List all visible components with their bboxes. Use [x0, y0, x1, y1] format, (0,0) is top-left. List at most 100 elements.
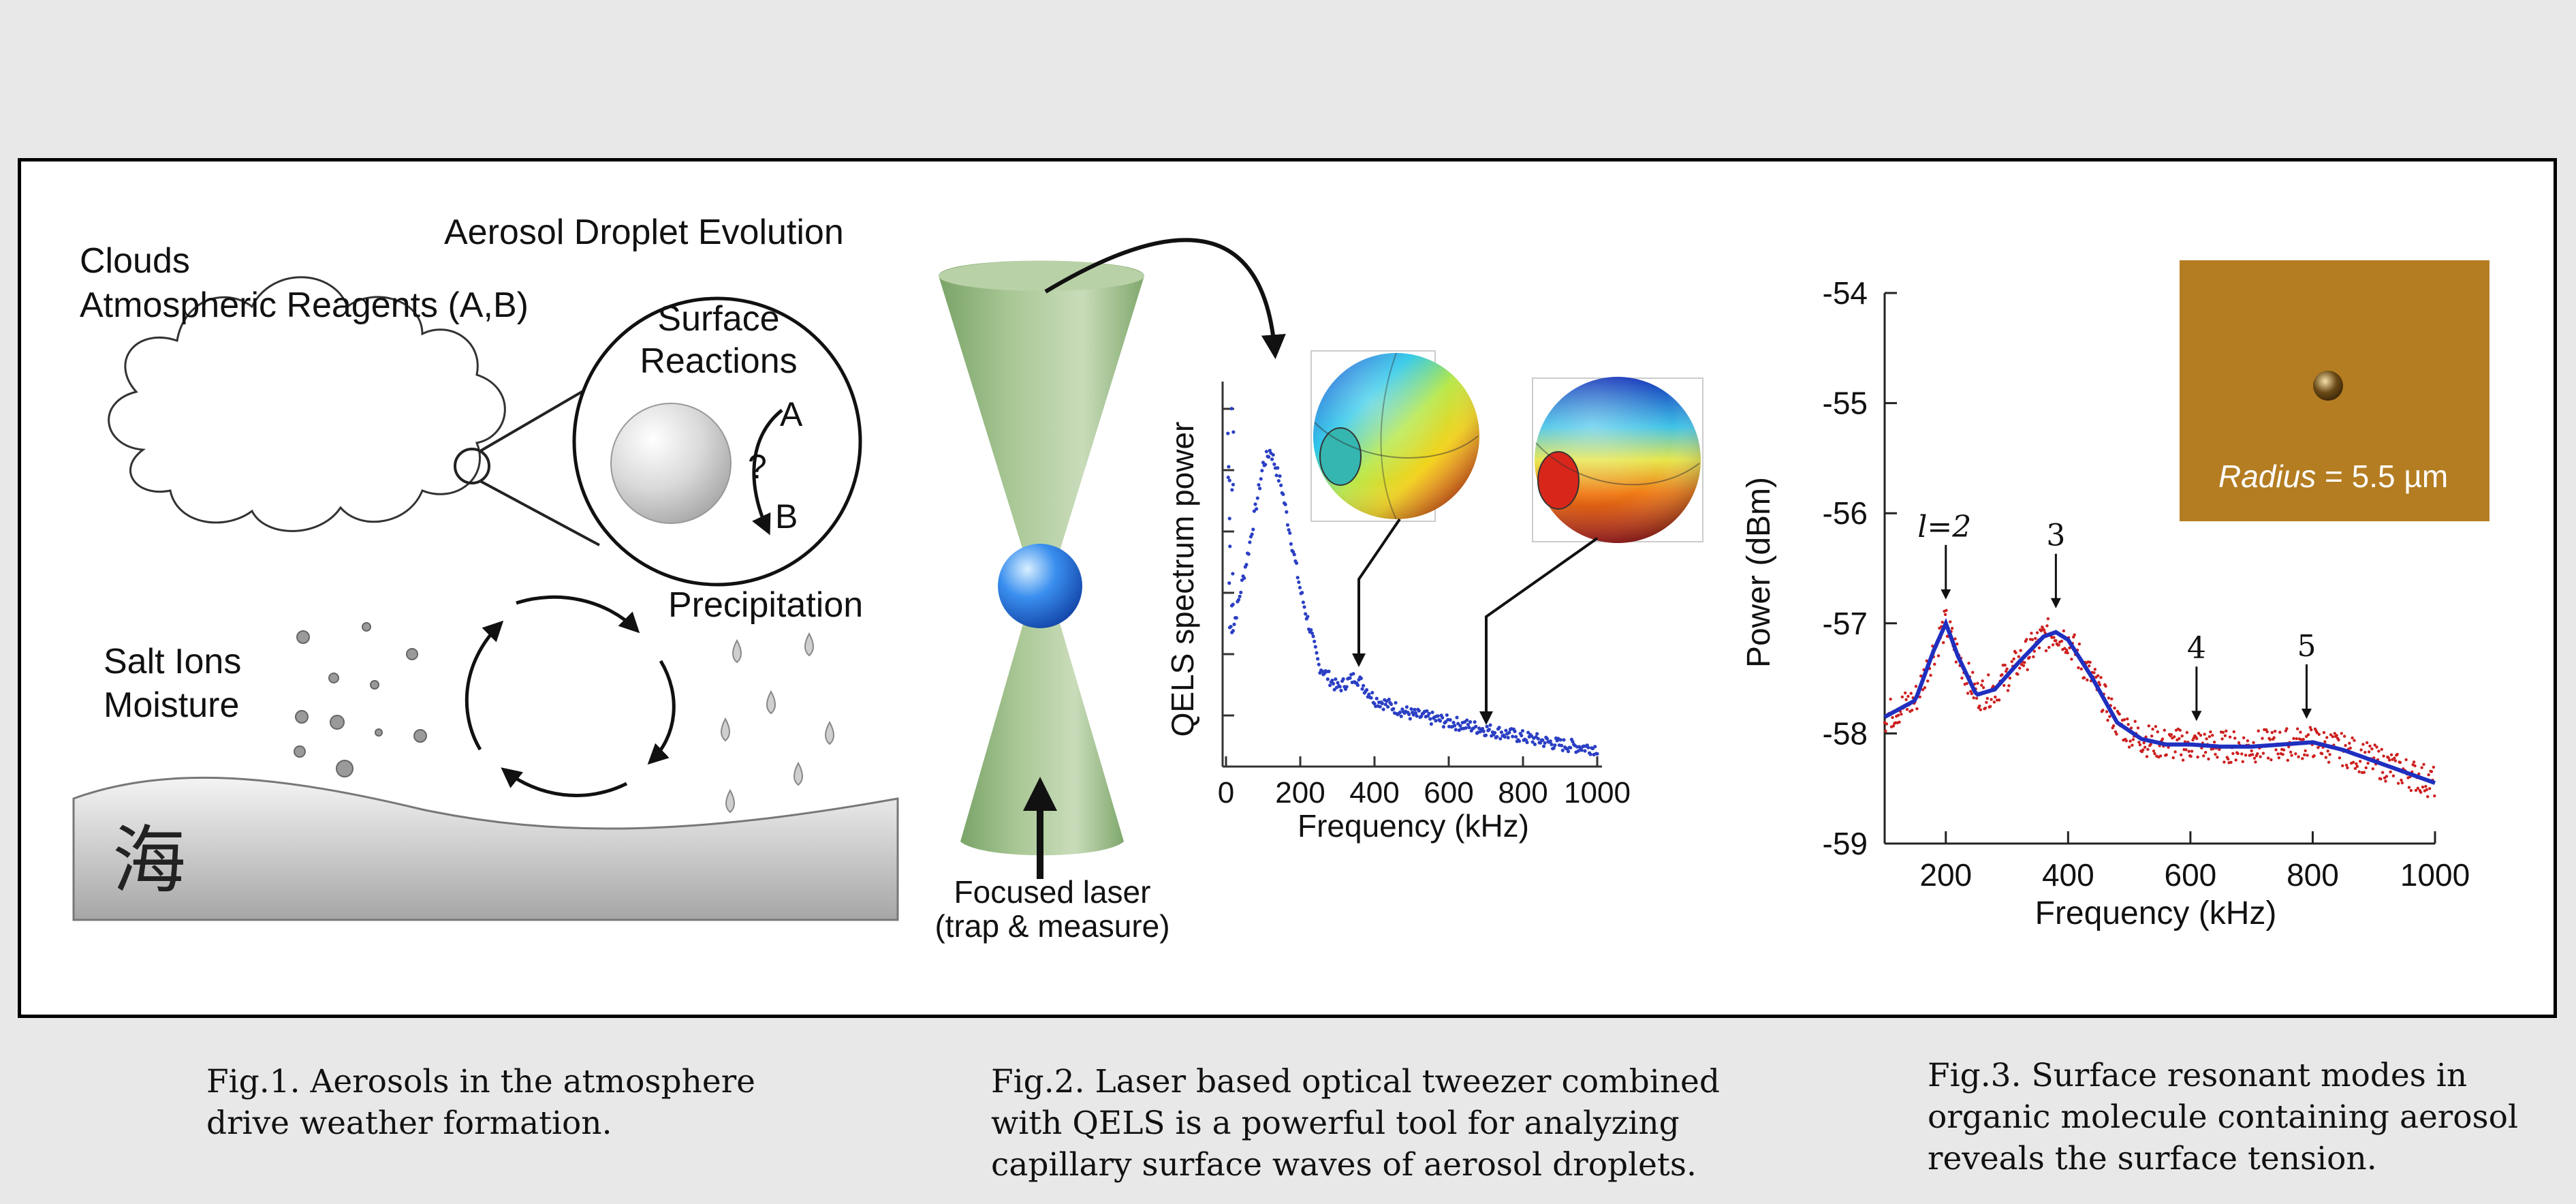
fig3-point	[2232, 730, 2236, 734]
fig3-point	[2028, 655, 2031, 659]
qels-point	[1345, 685, 1349, 689]
fig3-point	[2268, 738, 2272, 741]
fig3-point	[2226, 757, 2230, 761]
fig3-point	[1909, 692, 1913, 695]
qels-point	[1465, 718, 1469, 722]
fig3-point	[1992, 684, 1995, 688]
fig3-point	[1976, 681, 1979, 685]
qels-point	[1444, 720, 1448, 724]
fig3-point	[2398, 760, 2402, 765]
qels-point	[1453, 724, 1457, 728]
fig3-point	[2129, 739, 2132, 743]
fig3-point	[2172, 735, 2176, 739]
fig3-point	[2208, 735, 2212, 739]
qels-point	[1454, 728, 1458, 732]
qels-point	[1499, 730, 1503, 735]
fig3-point	[2344, 743, 2347, 747]
fig3-point	[1954, 660, 1958, 664]
fig3-point	[1990, 698, 1993, 701]
qels-point	[1498, 737, 1503, 741]
fig3-point	[1955, 642, 1959, 646]
zoom-line-bottom	[480, 480, 600, 546]
qels-point	[1398, 710, 1402, 714]
fig3-point	[1971, 670, 1975, 674]
fig3-point	[1884, 729, 1887, 733]
fig3-point	[1987, 673, 1990, 677]
fig3-point	[2425, 788, 2428, 792]
fig3-point	[2277, 756, 2281, 760]
fig3-point	[2353, 739, 2356, 742]
fig3-point	[2413, 764, 2417, 768]
qels-point	[1445, 713, 1449, 717]
fig3-point	[2315, 731, 2319, 735]
droplet-inset: Radius = 5.5 µm	[2180, 260, 2489, 521]
fig3-point	[2005, 667, 2009, 670]
fig3-point	[2199, 733, 2203, 737]
fig3-point	[2099, 676, 2103, 679]
fig3-point	[2202, 754, 2205, 758]
fig3-point	[1926, 679, 1930, 683]
fig3-point	[2064, 648, 2069, 652]
cloud-zoom-circle	[454, 448, 490, 484]
fig3-point	[2151, 727, 2154, 731]
fig3-point	[1889, 697, 1892, 701]
fig3-point	[2335, 734, 2338, 737]
qels-point	[1586, 745, 1590, 750]
qels-point	[1520, 728, 1525, 733]
qels-data-points	[1226, 407, 1599, 757]
fig3-point	[2007, 684, 2011, 688]
fig3-point	[2419, 790, 2423, 794]
fig3-point	[2237, 741, 2241, 745]
fig1-caption-line2: drive weather formation.	[206, 1105, 612, 1142]
fig3-point	[2077, 666, 2080, 670]
fig3-point	[2349, 746, 2352, 750]
fig3-point	[2101, 709, 2105, 712]
qels-point	[1468, 720, 1473, 724]
fig3-point	[1980, 683, 1983, 687]
fig3-point	[2286, 758, 2290, 762]
fig3-point	[2234, 758, 2237, 762]
fig3-point	[1923, 686, 1927, 690]
qels-point	[1289, 542, 1293, 546]
fig3-point	[2110, 697, 2114, 700]
fig3-point	[2167, 745, 2170, 749]
qels-point	[1251, 527, 1255, 531]
qels-point	[1525, 740, 1529, 745]
qels-y-ticks	[1223, 407, 1234, 717]
fig3-point	[2146, 747, 2150, 751]
fig3-point	[1915, 707, 1919, 711]
fig3-point	[2416, 786, 2420, 790]
fig3-point	[2113, 707, 2116, 710]
qels-point	[1541, 744, 1546, 748]
fig3-point	[2229, 760, 2233, 765]
qels-point	[1517, 739, 1522, 743]
fig3-point	[2138, 743, 2142, 747]
fig3-point	[2136, 726, 2140, 730]
fig3-point	[2281, 753, 2284, 756]
sphere2-pointer	[1479, 537, 1599, 725]
fig3-point	[2006, 689, 2010, 692]
fig3-point	[2216, 756, 2219, 759]
fig3-point	[2310, 728, 2313, 732]
fig3-point	[2165, 753, 2168, 756]
fig3-point	[2306, 733, 2310, 737]
fig3-mode-label: 4	[2187, 631, 2206, 666]
qels-point	[1264, 450, 1269, 454]
qels-point	[1448, 717, 1452, 722]
fig3-x-tick-label: 800	[2287, 857, 2339, 893]
qels-point	[1553, 743, 1557, 747]
qels-point	[1355, 683, 1360, 688]
fig3-point	[2391, 774, 2396, 777]
qels-point	[1317, 662, 1321, 666]
fig3-point	[2250, 749, 2253, 753]
qels-point	[1394, 700, 1398, 705]
fig3-point	[2088, 660, 2092, 664]
qels-point	[1285, 523, 1290, 527]
qels-point	[1300, 591, 1304, 595]
fig3-point	[2051, 643, 2055, 647]
fig3-point	[2082, 676, 2086, 679]
qels-point	[1404, 705, 1409, 709]
qels-point	[1302, 605, 1306, 609]
fig3-point	[2396, 752, 2399, 756]
